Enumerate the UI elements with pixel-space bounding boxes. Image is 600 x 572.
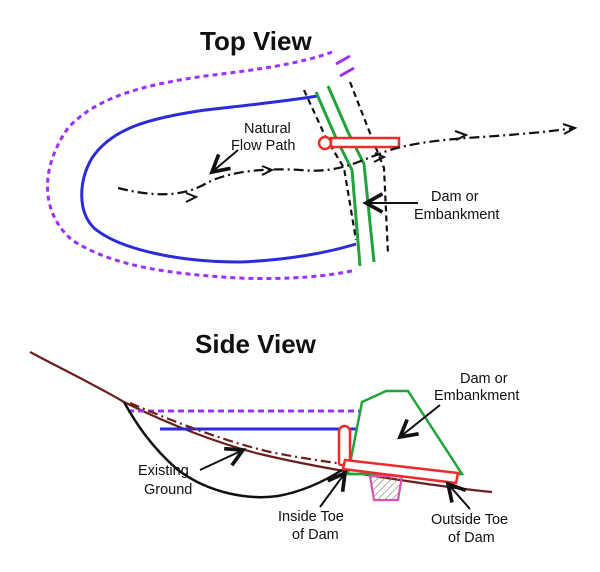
flow-arrow-1 — [185, 192, 199, 203]
original-ground-under-pond — [129, 401, 357, 468]
inside-toe-label-line2: of Dam — [292, 527, 339, 543]
dam-side-label-line1: Dam or — [460, 371, 508, 387]
inside-toe-leader — [319, 473, 345, 508]
pipe-top — [329, 136, 401, 149]
riser-cap — [337, 424, 352, 433]
foundation-key — [368, 474, 404, 502]
dam-outline-left — [303, 89, 358, 241]
inside-toe-label-line1: Inside Toe — [278, 509, 344, 525]
existing-ground-leader — [199, 450, 243, 471]
embankment-line-left — [314, 91, 362, 267]
flood-boundary-top-inlet — [335, 54, 355, 78]
existing-ground-label-line1: Existing — [138, 463, 189, 479]
flow-arrow-2 — [261, 165, 275, 176]
natural-flow-path — [117, 126, 576, 196]
dam-top-label-line1: Dam or — [431, 189, 479, 205]
natural-flow-label-line2: Flow Path — [231, 138, 295, 154]
flow-arrow-5 — [562, 123, 578, 135]
natural-flow-label-line1: Natural — [244, 121, 291, 137]
outside-toe-label-line2: of Dam — [448, 530, 495, 546]
top-view-title: Top View — [200, 26, 312, 56]
existing-ground-slope — [29, 351, 493, 494]
dam-top-label-line2: Embankment — [414, 207, 499, 223]
excavated-bowl — [122, 401, 343, 499]
dam-side-label-line2: Embankment — [434, 388, 519, 404]
flood-boundary-top — [46, 50, 357, 281]
flow-arrow-4 — [454, 130, 469, 141]
side-view-title: Side View — [195, 329, 317, 359]
outside-toe-leader — [448, 484, 471, 510]
dam-side-leader — [400, 404, 441, 437]
existing-ground-label-line2: Ground — [144, 482, 192, 498]
outside-toe-label-line1: Outside Toe — [431, 512, 508, 528]
flow-arrow-3 — [373, 152, 387, 163]
water-boundary-top — [80, 94, 357, 264]
natural-flow-leader — [212, 149, 239, 172]
pipe-inlet-top — [317, 135, 333, 151]
